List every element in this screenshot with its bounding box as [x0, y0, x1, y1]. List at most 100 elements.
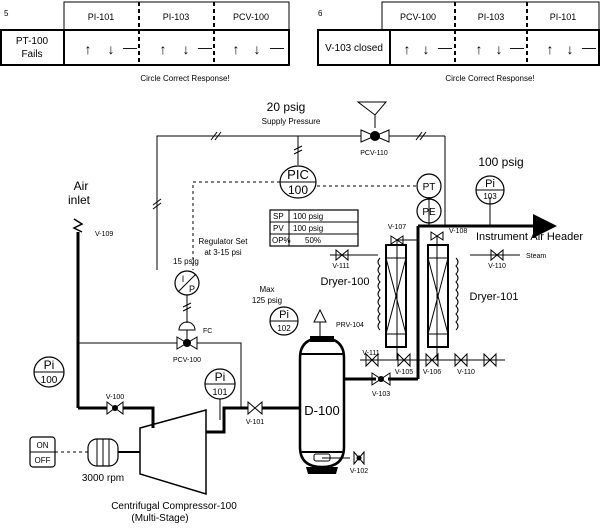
- pneumatic-mark: [214, 131, 222, 141]
- v-111-upper-valve[interactable]: V-111: [332, 248, 350, 270]
- supply-line: [156, 135, 361, 270]
- v-103-label: V-103: [372, 391, 390, 398]
- valve-icon: [390, 235, 398, 245]
- q5-pi101-down-option[interactable]: ↓: [108, 41, 115, 57]
- q5-pcv100-none-option[interactable]: —: [270, 39, 284, 55]
- q5-pi101-up-option[interactable]: ↑: [85, 41, 92, 57]
- dryer-101-shell: [427, 244, 449, 348]
- v-107-valve[interactable]: V-107: [388, 224, 406, 245]
- v-103-valve[interactable]: V-103: [371, 372, 391, 398]
- pcv-100-label: PCV-100: [173, 357, 201, 364]
- actuator-icon: [178, 321, 196, 331]
- q6-col-header: PCV-100: [400, 12, 436, 22]
- pi-103-gauge[interactable]: Pi 103: [475, 175, 505, 205]
- valve-icon: [358, 450, 365, 466]
- inlet-filter-icon: [72, 218, 84, 233]
- valve-icon: [371, 372, 382, 386]
- pneumatic-mark: [152, 202, 162, 210]
- pi-102-gauge[interactable]: Pi 102: [269, 306, 299, 336]
- instrument-air-header-label: Instrument Air Header: [476, 231, 583, 243]
- pt-bubble: [416, 173, 442, 199]
- v-110-upper-label: V-110: [488, 263, 506, 270]
- pt-transmitter[interactable]: PT: [416, 173, 442, 199]
- d-100-vessel[interactable]: D-100: [298, 336, 346, 474]
- pe-element[interactable]: PE: [416, 198, 442, 224]
- signal-line: [192, 181, 280, 270]
- faceplate-value: 100 psig: [293, 212, 323, 221]
- discharge-pipe: [206, 406, 248, 434]
- pneumatic-mark: [293, 145, 303, 151]
- v-110-upper-valve[interactable]: V-110 Steam: [488, 248, 546, 270]
- q5-pi103-down-option[interactable]: ↓: [183, 41, 190, 57]
- v-102-label: V-102: [350, 468, 368, 475]
- centrifugal-compressor[interactable]: Centrifugal Compressor-100 (Multi-Stage): [111, 409, 237, 524]
- valve-icon: [106, 401, 116, 415]
- v-111-lower-valve[interactable]: V-111: [362, 350, 380, 368]
- supply-labels: 20 psig Supply Pressure: [262, 100, 321, 126]
- valve-icon: [353, 450, 360, 466]
- pcv-100-valve[interactable]: FC PCV-100: [173, 321, 212, 364]
- valve-icon: [365, 352, 373, 368]
- header-pressure-label: 100 psig: [478, 155, 523, 169]
- q5-pi101-none-option[interactable]: —: [123, 39, 137, 55]
- v-108-valve[interactable]: V-108: [430, 228, 467, 241]
- q6-pcv100-none-option[interactable]: —: [438, 39, 452, 55]
- q6-pi101-down-option[interactable]: ↓: [567, 41, 574, 57]
- relief-valve-icon: [313, 308, 327, 323]
- dryer-101[interactable]: Dryer-101: [427, 244, 518, 348]
- dryer-100[interactable]: Dryer-100: [321, 244, 407, 348]
- d-100-label: D-100: [304, 403, 339, 418]
- prv-104-valve[interactable]: PRV-104: [313, 308, 364, 337]
- pi-100-number: 100: [41, 375, 58, 386]
- v-108-label: V-108: [449, 228, 467, 235]
- v-101-valve[interactable]: V-101: [246, 400, 264, 426]
- q6-pi103-none-option[interactable]: —: [510, 39, 524, 55]
- q5-col-header: PCV-100: [233, 12, 269, 22]
- pic-number: 100: [288, 183, 308, 197]
- v-100-valve[interactable]: V-100: [106, 394, 124, 415]
- valve-body-icon: [356, 455, 362, 461]
- max-pressure-label: 125 psig: [252, 296, 282, 305]
- q6-pcv100-up-option[interactable]: ↑: [404, 41, 411, 57]
- on-off-switch[interactable]: ON OFF: [29, 436, 88, 468]
- dryer-100-shell: [385, 244, 407, 348]
- v-110-lower-valve[interactable]: V-110: [454, 352, 497, 376]
- pneumatic-mark: [419, 131, 427, 141]
- q6-pcv100-down-option[interactable]: ↓: [423, 41, 430, 57]
- heating-coil-icon: [455, 257, 459, 331]
- q5-pcv100-down-option[interactable]: ↓: [254, 41, 261, 57]
- valve-icon: [186, 336, 198, 350]
- ip-transducer[interactable]: I P: [174, 270, 200, 296]
- q6-pi101-up-option[interactable]: ↑: [547, 41, 554, 57]
- v-105-valve[interactable]: V-105: [395, 352, 413, 376]
- valve-icon: [341, 248, 349, 262]
- pneumatic-mark: [293, 149, 303, 155]
- pic-100-instrument[interactable]: PIC 100: [279, 165, 317, 199]
- q5-pcv100-up-option[interactable]: ↑: [233, 41, 240, 57]
- q5-pi103-up-option[interactable]: ↑: [160, 41, 167, 57]
- pneumatic-mark: [415, 131, 423, 141]
- actuator-icon: [356, 101, 388, 116]
- faceplate-value: 50%: [305, 236, 321, 245]
- controller-faceplate: SP 100 psig PV 100 psig OP% 50%: [269, 209, 359, 247]
- pe-bubble: [416, 198, 442, 224]
- q6-pi103-down-option[interactable]: ↓: [496, 41, 503, 57]
- q5-pi103-none-option[interactable]: —: [198, 39, 212, 55]
- pcv-110-valve[interactable]: PCV-110: [356, 101, 390, 157]
- compressor-label: Centrifugal Compressor-100: [111, 501, 237, 512]
- pneumatic-mark: [210, 131, 218, 141]
- v-100-label: V-100: [106, 394, 124, 401]
- v-105-label: V-105: [395, 369, 413, 376]
- v-106-valve[interactable]: V-106: [423, 352, 441, 376]
- v-107-label: V-107: [388, 224, 406, 231]
- v-102-valve[interactable]: V-102: [350, 450, 368, 475]
- q6-pi101-none-option[interactable]: —: [582, 39, 596, 55]
- valve-icon: [396, 235, 404, 245]
- q6-pi103-up-option[interactable]: ↑: [476, 41, 483, 57]
- pi-100-gauge[interactable]: Pi 100: [33, 356, 65, 388]
- max-pressure-label: Max: [259, 285, 274, 294]
- valve-body-icon: [378, 376, 384, 382]
- pi-101-gauge[interactable]: Pi 101: [204, 368, 236, 400]
- v-111-lower-label: V-111: [362, 350, 379, 357]
- valve-icon: [496, 248, 504, 262]
